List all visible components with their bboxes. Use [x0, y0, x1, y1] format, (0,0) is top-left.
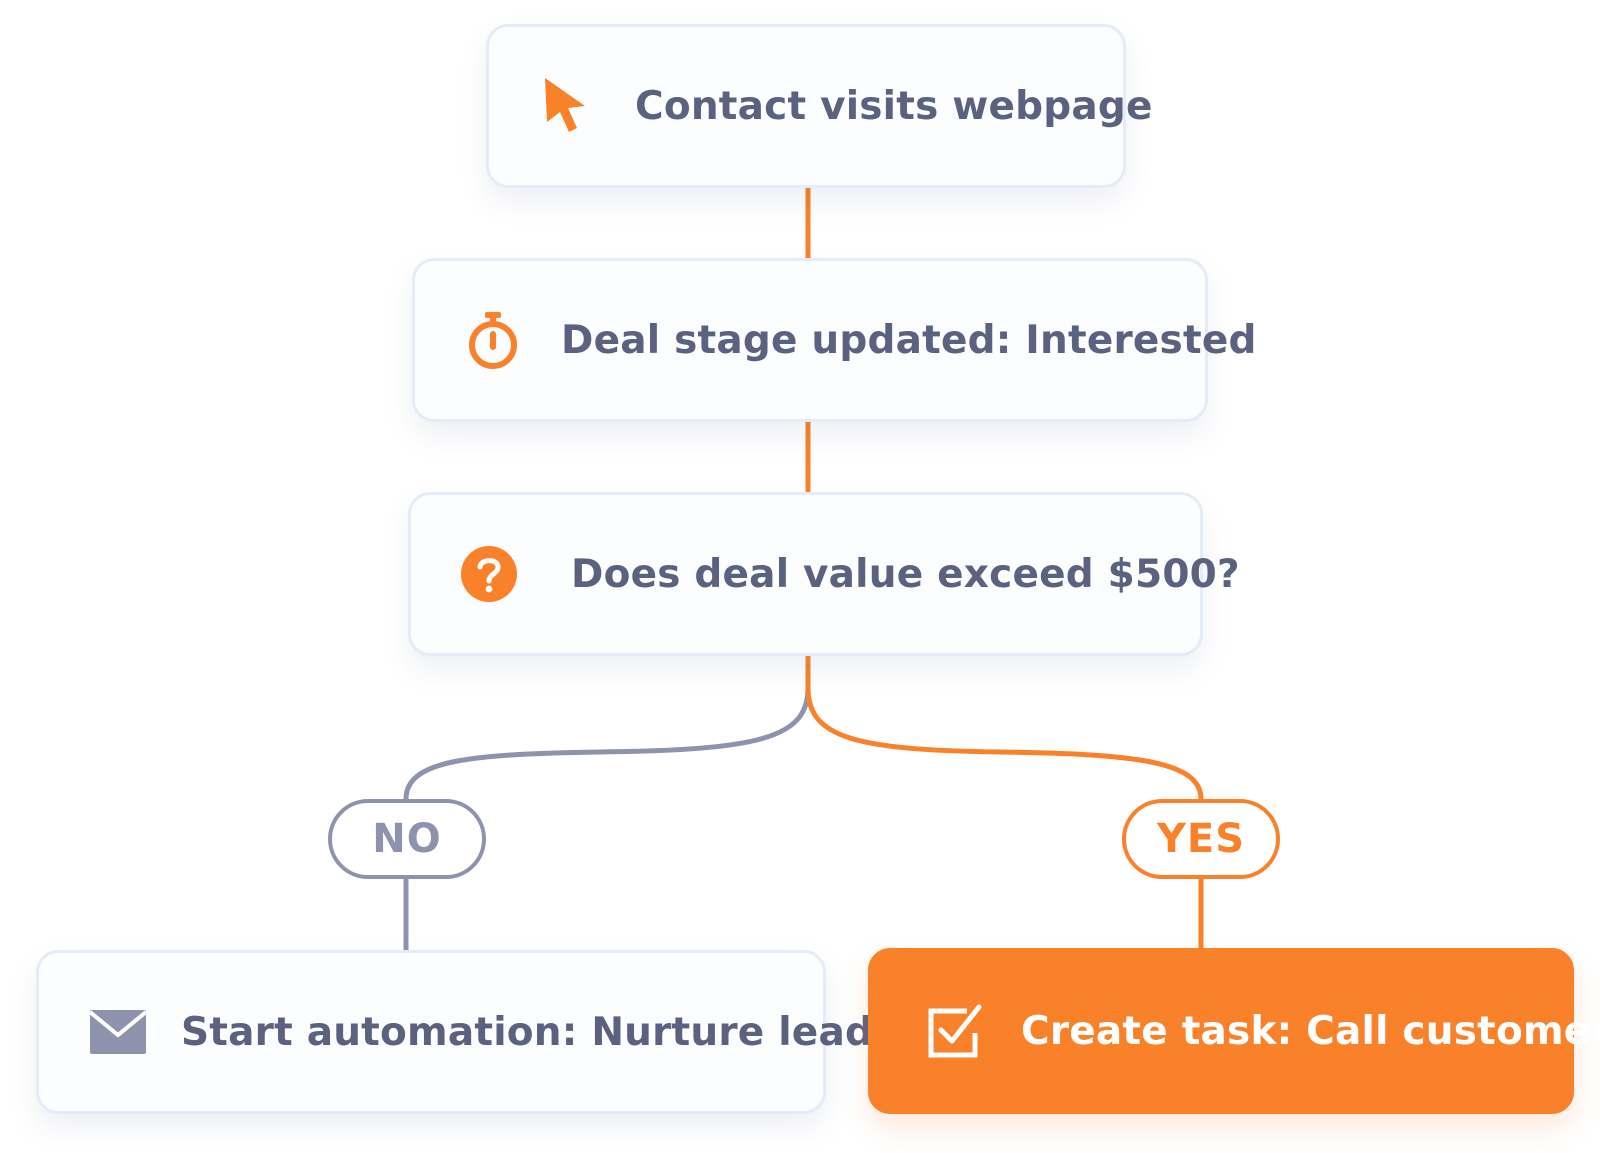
branch-no-pill: NO	[328, 799, 486, 879]
node-deal-stage: Deal stage updated: Interested	[412, 258, 1256, 422]
node-create-task: Create task: Call customer	[868, 948, 1600, 1114]
checkbox-icon	[927, 1003, 983, 1059]
connector-yes-branch	[805, 687, 1204, 800]
node-contact-visits-label: Contact visits webpage	[635, 83, 1153, 129]
node-contact-visits: Contact visits webpage	[486, 24, 1152, 188]
stopwatch-icon	[465, 310, 521, 370]
node-deal-stage-label: Deal stage updated: Interested	[561, 317, 1257, 363]
node-create-task-label: Create task: Call customer	[1021, 1008, 1600, 1054]
node-start-automation-label: Start automation: Nurture lead	[181, 1009, 874, 1055]
node-condition: Does deal value exceed $500?	[408, 492, 1240, 656]
node-start-automation: Start automation: Nurture lead	[36, 950, 873, 1114]
connector-no-branch	[403, 687, 811, 800]
envelope-icon	[89, 1009, 147, 1055]
question-circle-icon	[459, 544, 519, 604]
branch-yes-pill: YES	[1122, 799, 1280, 879]
cursor-arrow-icon	[541, 76, 589, 136]
node-condition-label: Does deal value exceed $500?	[571, 551, 1240, 597]
